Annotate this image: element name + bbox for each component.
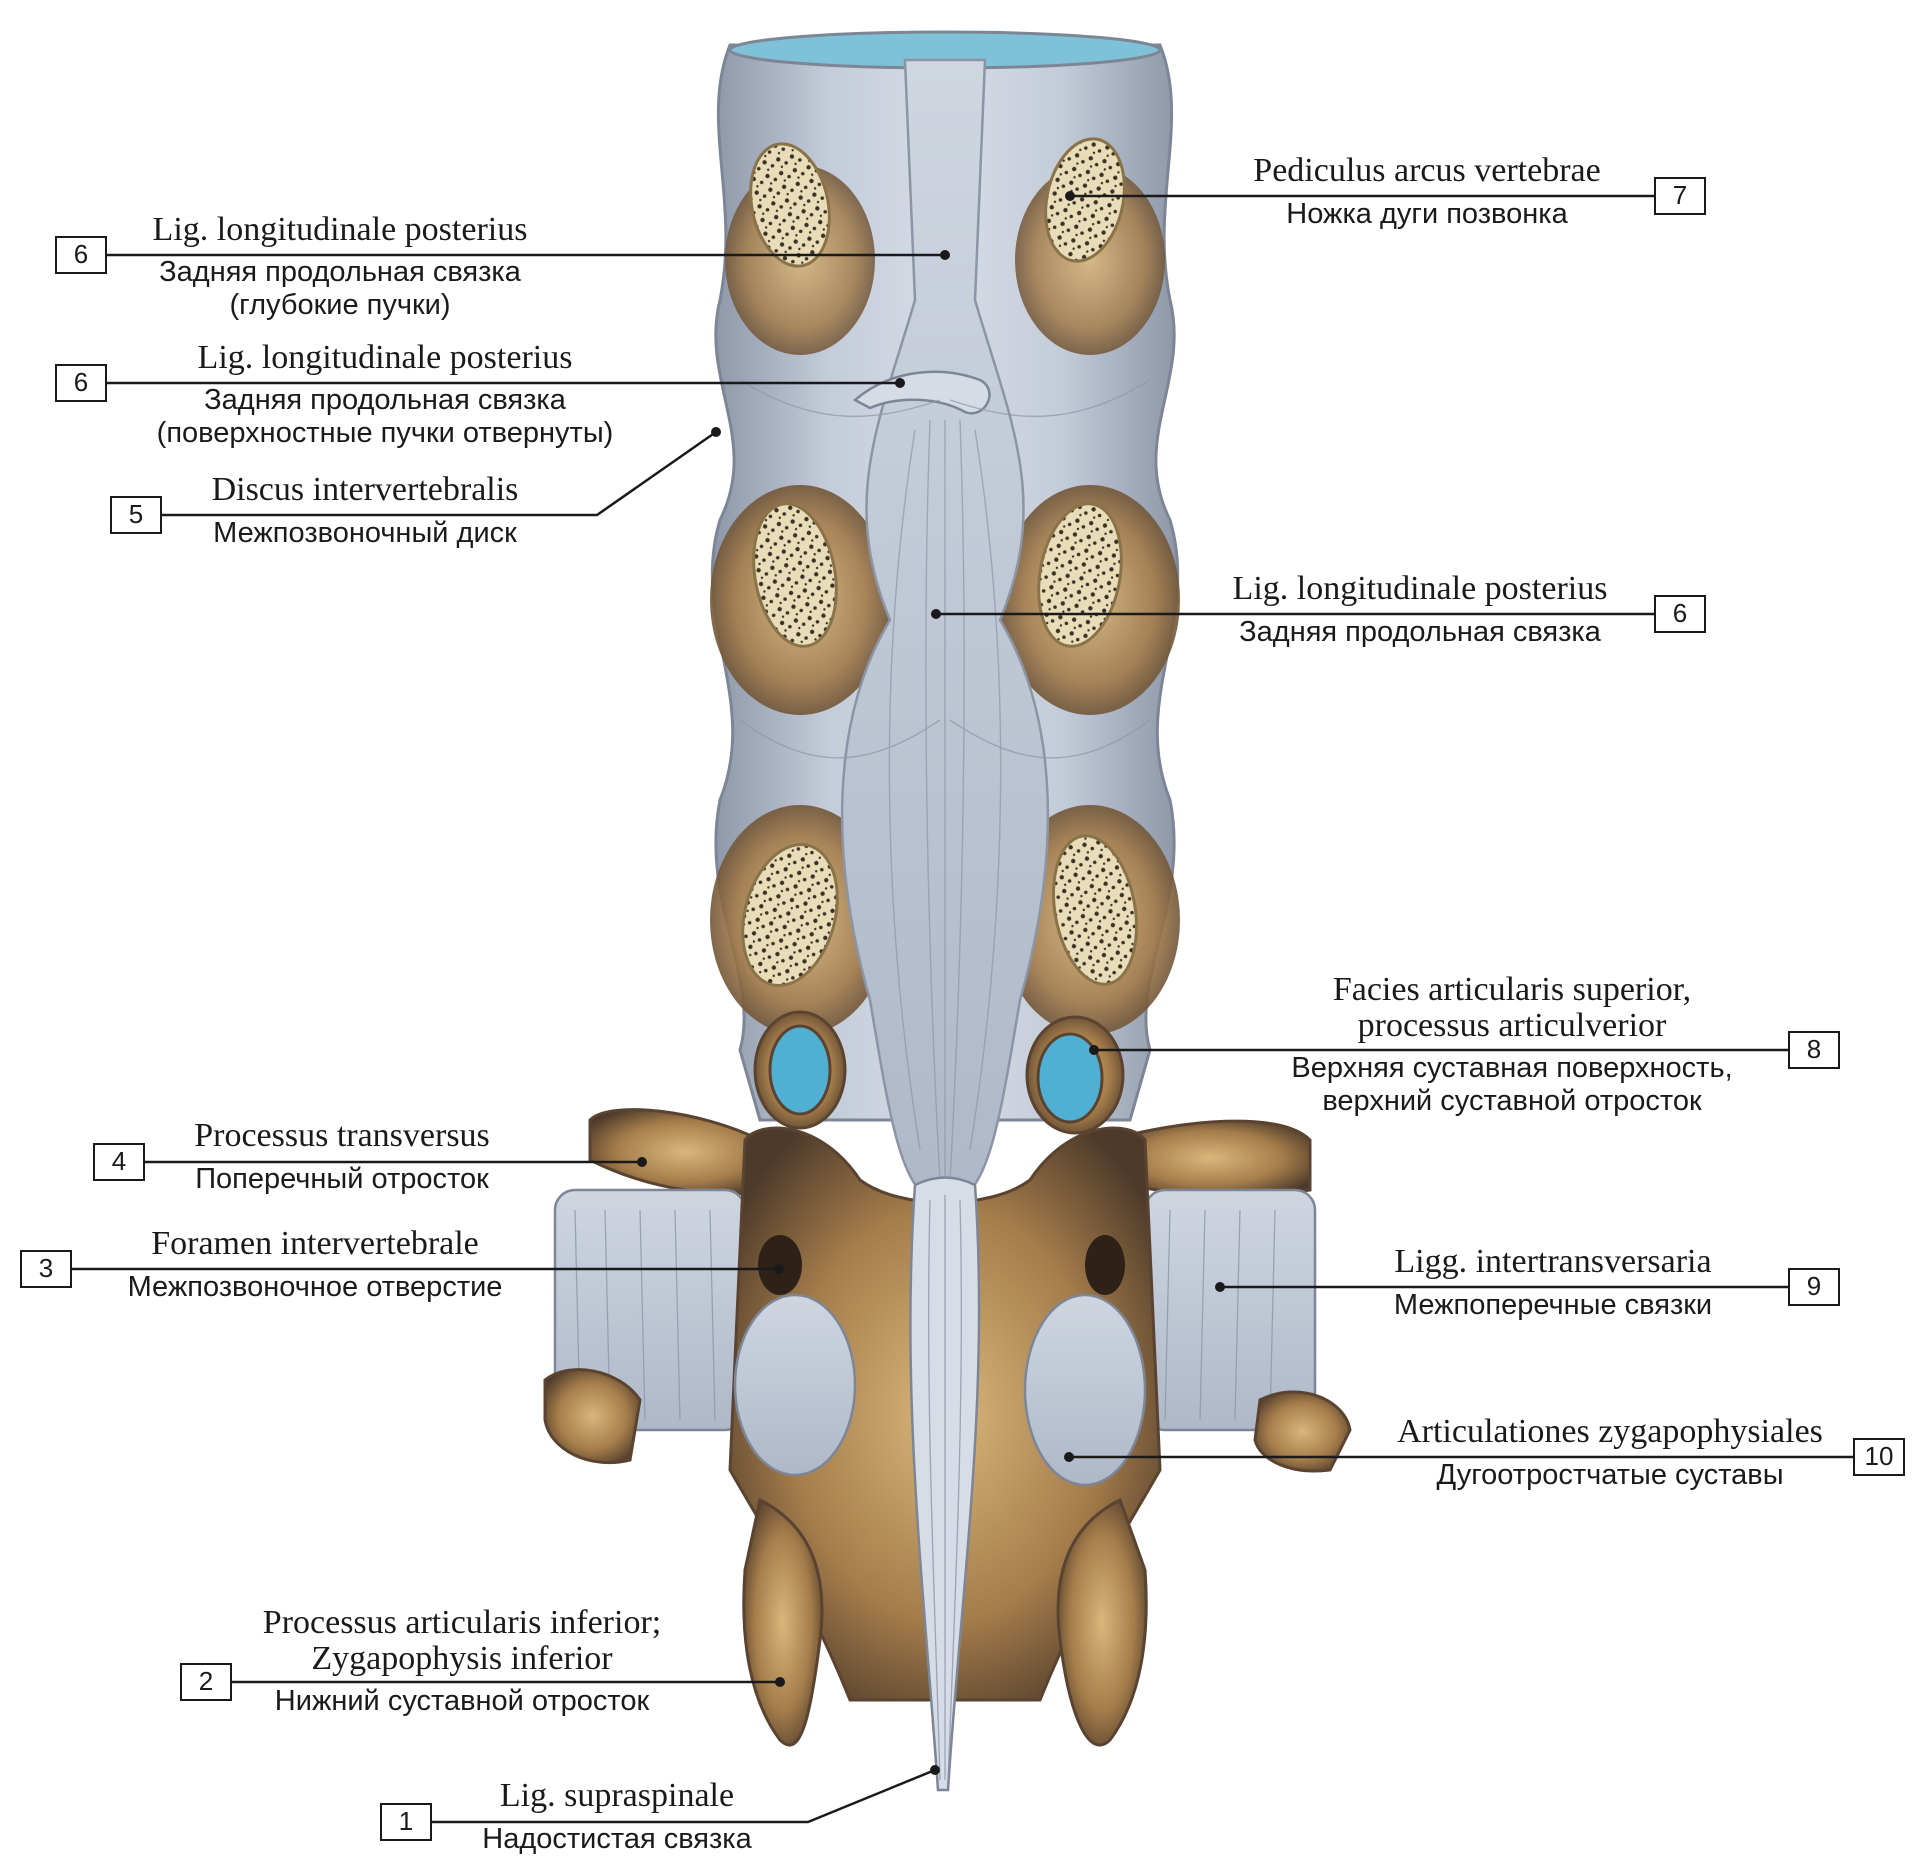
label-latin: Lig. longitudinale posterius (197, 339, 573, 376)
label-latin: Discus intervertebralis (211, 471, 519, 508)
label-number-box: 6 (55, 236, 107, 274)
pedicle-cross-sections (741, 137, 1138, 988)
zygapophysial-joint-right (1023, 1293, 1147, 1487)
leader-lines (72, 194, 1853, 1824)
label-number-box: 8 (1788, 1031, 1840, 1069)
label-number-box: 9 (1788, 1268, 1840, 1306)
label-russian: Межпозвоночное отверстие (127, 1271, 503, 1303)
label-russian: Задняя продольная связка (159, 256, 521, 288)
label-russian: (поверхностные пучки отвернуты) (156, 417, 614, 449)
label-russian: Межпоперечные связки (1393, 1289, 1713, 1321)
label-number-box: 10 (1853, 1438, 1905, 1476)
label-number-box: 1 (380, 1803, 432, 1841)
label-latin: Zygapophysis inferior (311, 1640, 613, 1677)
label-number-box: 4 (93, 1143, 145, 1181)
inferior-articular-process-right (1056, 1497, 1148, 1747)
label-russian: Надостистая связка (482, 1823, 752, 1855)
inferior-articular-process-left (742, 1497, 824, 1747)
label-russian: Верхняя суставная поверхность, (1291, 1052, 1733, 1084)
ligament-fibers (739, 379, 1151, 1181)
superior-articular-facets (753, 1010, 1125, 1135)
label-latin: Lig. longitudinale posterius (1232, 570, 1608, 607)
label-russian: (глубокие пучки) (229, 289, 451, 321)
label-latin: processus articulverior (1357, 1007, 1667, 1044)
label-latin: Lig. supraspinale (499, 1777, 735, 1814)
label-latin: Processus articularis inferior; (262, 1604, 662, 1641)
label-russian: Дугоотростчатые суставы (1436, 1459, 1784, 1491)
label-russian: Ножка дуги позвонка (1286, 198, 1568, 230)
label-number-box: 5 (110, 496, 162, 534)
label-number-box: 7 (1654, 177, 1706, 215)
label-latin: Articulationes zygapophysiales (1397, 1413, 1823, 1450)
label-russian: Нижний суставной отросток (274, 1685, 650, 1717)
label-russian: верхний суставной отросток (1322, 1085, 1702, 1117)
zygapophysial-joint-left (733, 1293, 857, 1477)
label-latin: Foramen intervertebrale (151, 1225, 479, 1262)
label-latin: Ligg. intertransversaria (1394, 1243, 1712, 1280)
label-number-box: 2 (180, 1663, 232, 1701)
label-latin: Lig. longitudinale posterius (152, 211, 528, 248)
label-number-box: 3 (20, 1250, 72, 1288)
label-latin: Processus transversus (194, 1117, 490, 1154)
label-latin: Facies articularis superior, (1332, 971, 1692, 1008)
label-latin: Pediculus arcus vertebrae (1253, 152, 1601, 189)
label-russian: Задняя продольная связка (1239, 616, 1601, 648)
label-russian: Задняя продольная связка (204, 384, 566, 416)
leader-dots (637, 191, 1225, 1775)
label-russian: Межпозвоночный диск (213, 517, 517, 549)
right-transverse-process (1108, 1119, 1312, 1197)
label-russian: Поперечный отросток (195, 1163, 489, 1195)
label-number-box: 6 (1654, 595, 1706, 633)
label-number-box: 6 (55, 364, 107, 402)
